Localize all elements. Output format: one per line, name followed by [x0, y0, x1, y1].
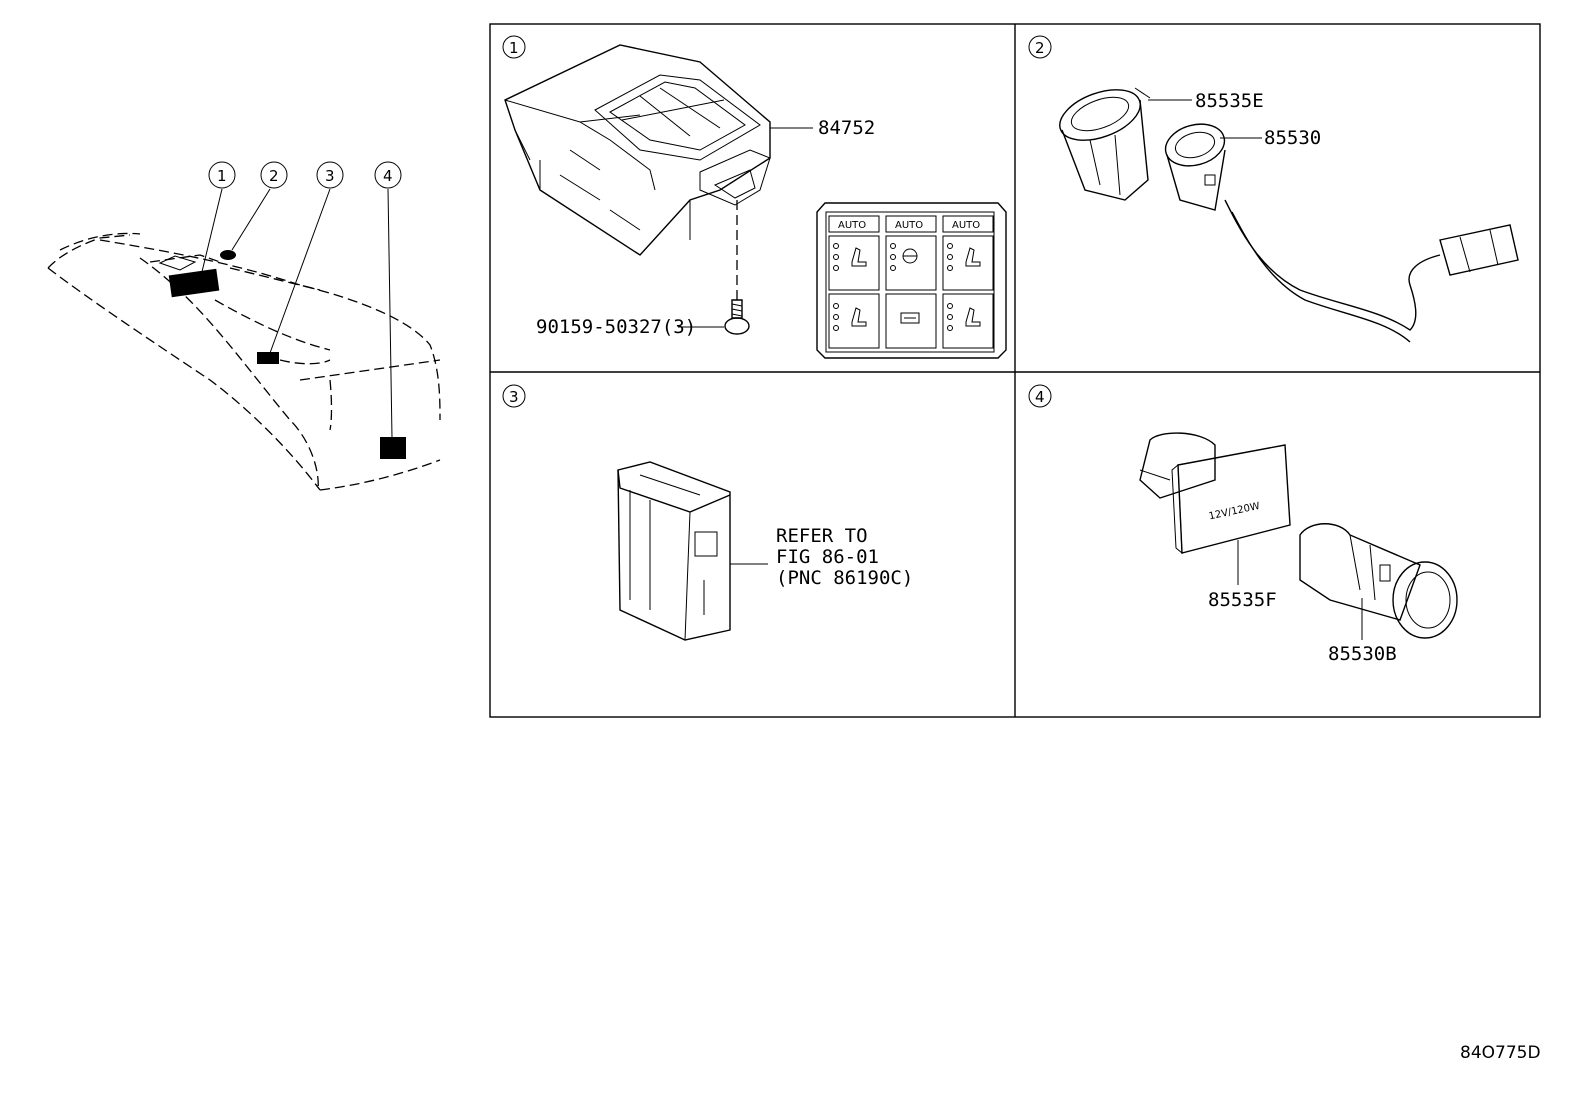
part-84752-label: 84752 [818, 117, 875, 139]
screw-part [724, 200, 750, 335]
auto-label-left: AUTO [838, 220, 866, 231]
overview-callout-2-label: 2 [269, 167, 279, 185]
panel-2-number: 2 [1035, 39, 1045, 57]
switch-face-panel: AUTO AUTO AUTO [816, 202, 1007, 359]
overview-callout-4 [374, 161, 402, 189]
part-85530-label: 85530 [1264, 127, 1321, 149]
auto-label-right: AUTO [952, 220, 980, 231]
part-90159-label: 90159-50327(3) [536, 316, 696, 338]
refer-to-line-2: FIG 86-01 [776, 546, 879, 568]
power-socket-85530b [1299, 523, 1458, 639]
seat-switch-module [504, 44, 771, 256]
overview-callout-1 [208, 161, 236, 189]
overview-callout-3 [316, 161, 344, 189]
panel-4-callout [1028, 384, 1052, 408]
figure-id: 84O775D [1460, 1043, 1541, 1063]
seat-heat-right-button [942, 235, 994, 291]
panel-4: 4 12V/120W 85535F 85530B [1028, 384, 1458, 665]
overview-callout-3-label: 3 [325, 167, 335, 185]
panel-3-callout [502, 384, 526, 408]
panel-2: 2 85535E 85530 [1028, 35, 1519, 343]
socket-holder-85535e [1059, 87, 1151, 201]
part-85535f-label: 85535F [1208, 589, 1277, 611]
seat-heat-left-button [828, 235, 880, 291]
overview-callout-1-label: 1 [217, 167, 227, 185]
steering-heat-button [885, 235, 937, 291]
panel-4-number: 4 [1035, 388, 1045, 406]
seat-vent-left-button [828, 293, 880, 349]
console-overview: 1 2 3 4 [47, 161, 441, 491]
part-85535e-label: 85535E [1195, 90, 1264, 112]
overview-callout-4-label: 4 [383, 167, 393, 185]
panel-1-number: 1 [509, 39, 519, 57]
refer-to-line-1: REFER TO [776, 525, 868, 547]
panel-1-callout [502, 35, 526, 59]
overview-callout-2 [260, 161, 288, 189]
panel-1: 1 84752 90 [502, 35, 1007, 359]
socket-plate-85535f: 12V/120W [1139, 432, 1291, 555]
rear-defog-button [885, 293, 937, 349]
refer-to-line-3: (PNC 86190C) [776, 567, 913, 589]
usb-port-module [617, 461, 731, 641]
socket-rating-text: 12V/120W [1208, 501, 1261, 523]
panel-3: 3 REFER TO FIG 86-01 (PNC 86190C) [502, 384, 913, 641]
panel-2-callout [1028, 35, 1052, 59]
panel-3-number: 3 [509, 388, 519, 406]
panel-grid [489, 23, 1541, 718]
part-85530b-label: 85530B [1328, 643, 1397, 665]
auto-label-center: AUTO [895, 220, 923, 231]
power-socket-85530 [1164, 123, 1519, 343]
seat-vent-right-button [942, 293, 994, 349]
